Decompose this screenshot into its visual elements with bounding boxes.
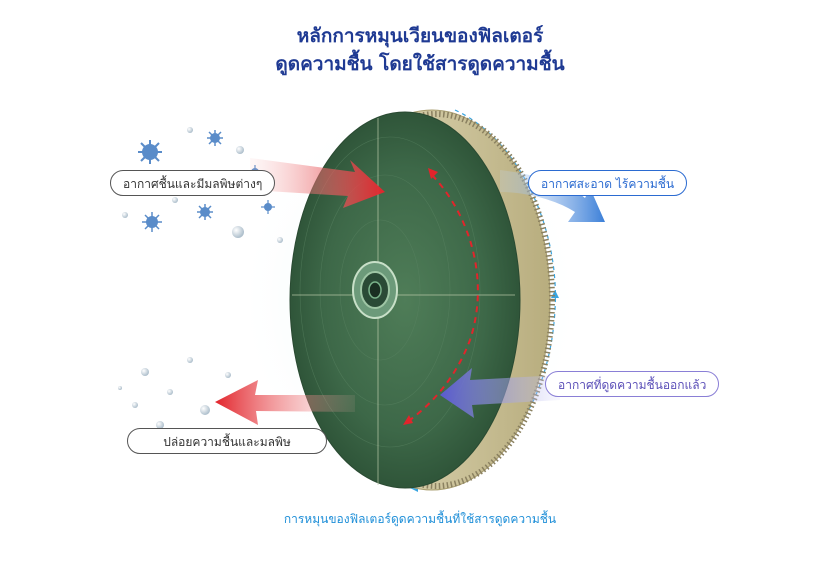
moisture-out-arrow	[215, 380, 355, 425]
humid-air-in-arrow	[250, 158, 385, 208]
dehumidified-air-in-arrow	[440, 368, 560, 418]
clean-air-out-arrow	[500, 170, 605, 222]
label-humid-polluted-air: อากาศชื้นและมีมลพิษต่างๆ	[110, 170, 276, 196]
moisture-rotation-arrowhead-top	[428, 168, 438, 179]
moisture-rotation-arrowhead-bottom	[403, 415, 413, 425]
water-droplet-icon	[118, 357, 231, 429]
title-line-1: หลักการหมุนเวียนของฟิลเตอร์	[296, 25, 544, 47]
title-line-2: ดูดความชื้น โดยใช้สารดูดความชื้น	[275, 53, 565, 75]
wheel-hub	[352, 261, 398, 319]
virus-icon	[138, 130, 275, 232]
diagram-title: หลักการหมุนเวียนของฟิลเตอร์ ดูดความชื้น …	[0, 22, 840, 78]
label-release-moisture: ปล่อยความชื้นและมลพิษ	[127, 428, 327, 454]
filter-wheel	[289, 109, 555, 491]
moisture-rotation-path	[409, 174, 479, 421]
diagram-caption: การหมุนของฟิลเตอร์ดูดความชื้นที่ใช้สารดู…	[283, 512, 557, 526]
label-dehumidified-air: อากาศที่ดูดความชื้นออกแล้ว	[545, 371, 720, 397]
label-clean-dry-air: อากาศสะอาด ไร้ความชื้น	[528, 170, 688, 196]
